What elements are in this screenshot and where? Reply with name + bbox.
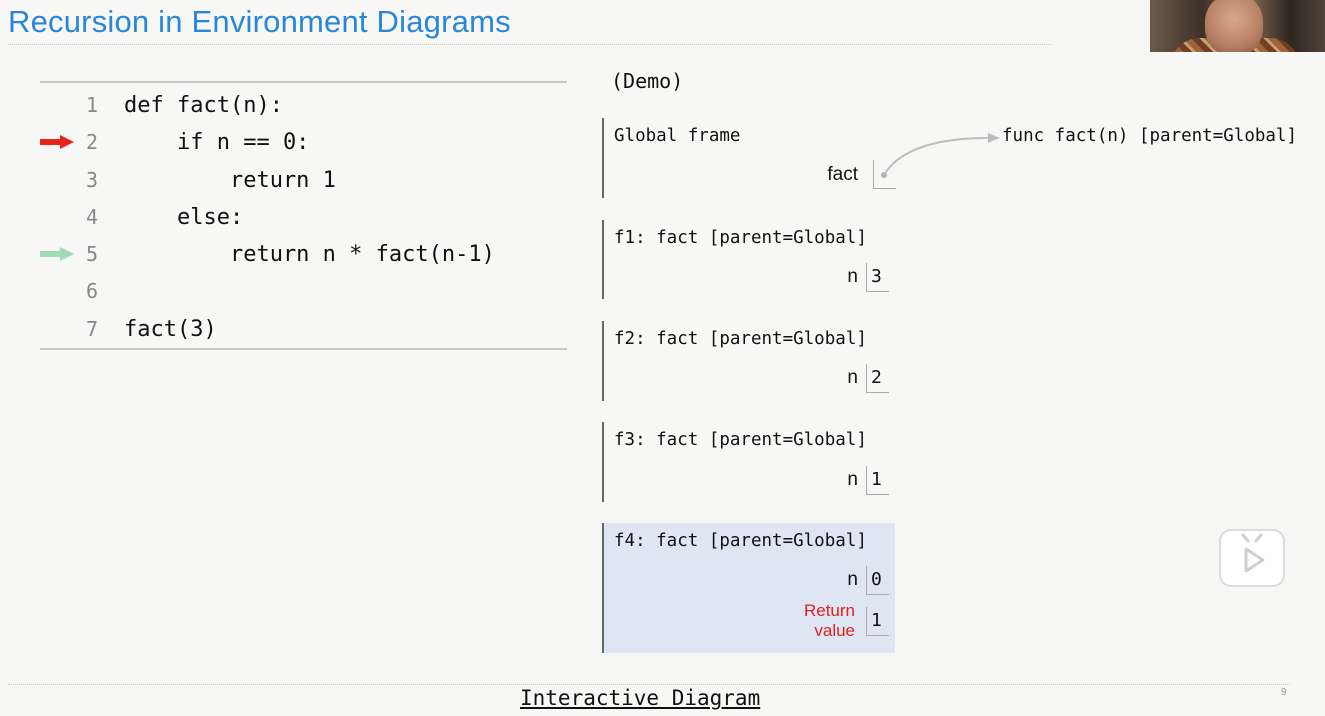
code-line-5: 5 return n * fact(n-1) <box>40 236 567 273</box>
frame-var-name: n <box>847 367 858 388</box>
frame-var-name: n <box>847 266 858 287</box>
function-pointer-arrow <box>881 133 1000 178</box>
code-text: return 1 <box>124 168 336 193</box>
code-line-7: 7 fact(3) <box>40 311 567 348</box>
fact-binding-pointer <box>873 160 896 189</box>
frame-f2: f2: fact [parent=Global] n 2 <box>602 321 895 401</box>
frame-f3: f3: fact [parent=Global] n 1 <box>602 422 895 502</box>
code-line-1: 1 def fact(n): <box>40 87 567 124</box>
code-top-rule <box>40 81 567 83</box>
global-frame: Global frame fact <box>602 118 896 198</box>
line-number: 5 <box>85 242 98 266</box>
slide-title: Recursion in Environment Diagrams <box>8 4 511 39</box>
return-value: 1 <box>866 607 889 636</box>
play-button[interactable] <box>1219 529 1285 587</box>
frame-var-value: 1 <box>866 466 889 495</box>
frame-label: f4: fact [parent=Global] <box>614 531 867 551</box>
play-icon <box>1241 533 1265 573</box>
page-number: 9 <box>1281 687 1287 698</box>
code-text: if n == 0: <box>124 130 310 155</box>
webcam-overlay <box>1150 0 1325 52</box>
line-number: 3 <box>85 168 98 192</box>
code-text: return n * fact(n-1) <box>124 242 495 267</box>
function-object: func fact(n) [parent=Global] <box>1002 126 1298 146</box>
footer-divider <box>8 684 1290 685</box>
line-number: 4 <box>85 205 98 229</box>
frame-var-name: fact <box>827 164 858 185</box>
frame-label: f2: fact [parent=Global] <box>614 329 867 349</box>
title-divider <box>8 44 1053 45</box>
code-text: else: <box>124 205 244 230</box>
presenter-head <box>1205 0 1263 52</box>
return-label-line-1: Return <box>803 601 855 620</box>
code-text: def fact(n): <box>124 93 283 118</box>
line-number: 7 <box>85 317 98 341</box>
frame-var-value: 2 <box>866 364 889 393</box>
last-line-arrow-icon <box>40 247 74 261</box>
frame-label: f3: fact [parent=Global] <box>614 430 867 450</box>
line-number: 2 <box>85 130 98 154</box>
frame-label: f1: fact [parent=Global] <box>614 228 867 248</box>
line-number: 1 <box>85 93 98 117</box>
frame-f4-active: f4: fact [parent=Global] n 0 Return valu… <box>602 523 895 653</box>
return-label-line-2: value <box>814 621 855 640</box>
frame-f1: f1: fact [parent=Global] n 3 <box>602 220 895 299</box>
frame-label: Global frame <box>614 126 741 146</box>
interactive-diagram-link[interactable]: Interactive Diagram <box>520 686 761 710</box>
frame-var-name: n <box>847 469 858 490</box>
next-line-arrow-icon <box>40 135 74 149</box>
frame-var-name: n <box>847 569 858 590</box>
line-number: 6 <box>85 279 98 303</box>
code-line-6: 6 <box>40 273 567 310</box>
code-bottom-rule <box>40 348 567 350</box>
code-line-2: 2 if n == 0: <box>40 124 567 161</box>
code-line-4: 4 else: <box>40 199 567 236</box>
demo-label: (Demo) <box>611 69 684 93</box>
frame-var-value: 0 <box>866 566 889 595</box>
code-text: fact(3) <box>124 317 217 342</box>
frame-var-value: 3 <box>866 263 889 292</box>
code-line-3: 3 return 1 <box>40 162 567 199</box>
